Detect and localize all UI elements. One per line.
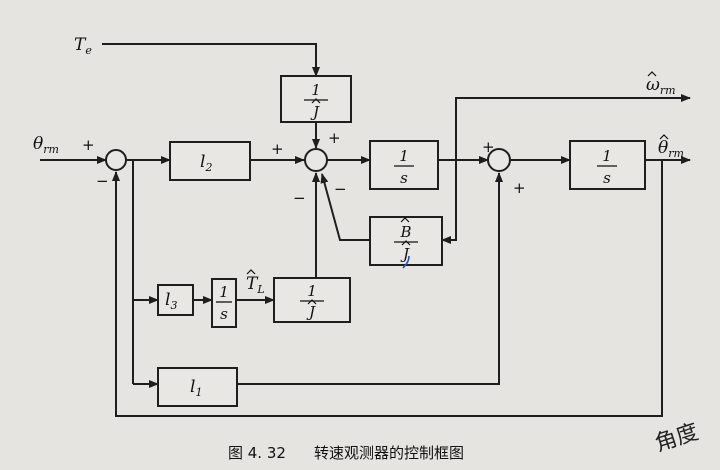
block-integrator-position: 1 s: [569, 140, 646, 190]
label-theta-est: θrm: [658, 134, 684, 160]
sign-sum1-input: +: [82, 136, 95, 154]
block-inv-j-bottom: 1 J: [273, 277, 351, 323]
ink-mark: [402, 255, 410, 269]
sign-sum2-l2: +: [271, 140, 284, 158]
block-damping: B J: [369, 216, 443, 269]
block-l3: l3: [157, 284, 194, 316]
svg-text:l2: l2: [200, 152, 212, 174]
label-theta-input: θrm: [33, 134, 59, 156]
sign-sum3-speed: +: [482, 138, 495, 156]
block-inv-j-top: 1 J: [280, 75, 352, 123]
sign-sum2-te: +: [328, 129, 341, 147]
summing-junction-speed: [487, 148, 511, 172]
svg-text:J: J: [400, 245, 410, 263]
svg-text:J: J: [310, 103, 320, 121]
block-integrator-speed: 1 s: [369, 140, 439, 190]
svg-text:1: 1: [602, 147, 612, 165]
figure-caption: 转速观测器的控制框图: [314, 444, 464, 462]
sign-sum2-load: −: [293, 189, 306, 207]
svg-text:J: J: [306, 303, 316, 321]
svg-text:s: s: [400, 169, 408, 187]
block-integrator-load: 1 s: [211, 278, 237, 328]
svg-text:B: B: [399, 223, 411, 241]
svg-text:l3: l3: [165, 290, 177, 312]
handwritten-note: 角度: [652, 420, 702, 457]
signal-wires: [40, 43, 691, 417]
label-tl-est: TL: [246, 269, 265, 296]
summing-junction-torque: [304, 148, 328, 172]
svg-text:l1: l1: [190, 377, 202, 399]
svg-text:ωrm: ωrm: [646, 75, 676, 97]
svg-text:1: 1: [399, 147, 409, 165]
label-omega-est: ωrm: [646, 71, 676, 97]
svg-text:1: 1: [307, 282, 317, 300]
svg-text:1: 1: [311, 81, 321, 99]
summing-junction-error: [105, 149, 127, 171]
svg-text:TL: TL: [246, 274, 265, 296]
block-l2: l2: [169, 141, 251, 181]
label-te: Te: [74, 35, 92, 57]
sign-sum2-damping: −: [334, 180, 347, 198]
sign-sum1-feedback: −: [96, 172, 109, 190]
svg-text:s: s: [220, 305, 228, 323]
svg-text:1: 1: [219, 283, 229, 301]
block-l1: l1: [157, 367, 238, 407]
svg-text:s: s: [603, 169, 611, 187]
sign-sum3-l1: +: [513, 179, 526, 197]
svg-text:θrm: θrm: [658, 138, 684, 160]
figure-number: 图 4. 32: [228, 444, 286, 462]
